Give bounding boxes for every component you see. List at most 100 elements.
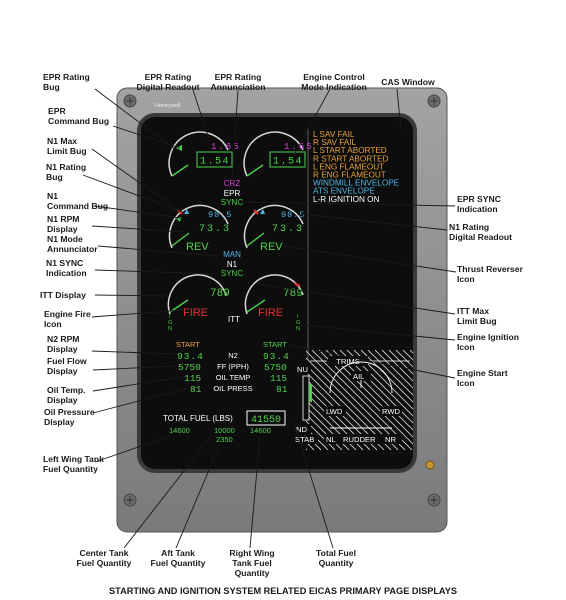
hatch-line [306, 399, 357, 450]
epr-rating-left: 1.65 [211, 142, 241, 152]
trims-nu: NU [297, 365, 308, 374]
callout-leaders [82, 88, 457, 549]
n1-value-left: 73.3 [199, 224, 231, 235]
hatch-line [306, 420, 336, 450]
trims-lwd: LWD [326, 407, 343, 416]
left-wing-tank-fuel: 14600 [169, 426, 190, 435]
epr-label: EPR [224, 189, 241, 198]
n1-label: N1 [227, 260, 238, 269]
epr-dial-right [243, 131, 304, 177]
epr-gauge-left: 1.65 1.54 [168, 131, 241, 177]
total-fuel-box [246, 410, 286, 426]
hatch-line [311, 350, 413, 450]
aft-tank-fuel: 2350 [216, 435, 233, 444]
aileron-trim-arc [329, 361, 393, 394]
display-screen [141, 117, 413, 469]
cas-message: R START ABORTED [313, 154, 388, 163]
display-unit: Honeywell [116, 87, 448, 533]
hatch-line [306, 406, 350, 450]
trims-nd: ND [296, 425, 307, 434]
screw-top-right [427, 94, 441, 108]
engine-fire-icon-left: FIRE [183, 307, 208, 319]
stab-trim-green-band [309, 384, 312, 402]
trims-nl: NL [326, 435, 336, 444]
n1-rating-left: 98.5 [208, 210, 232, 220]
cas-message: WINDMILL ENVELOPE [313, 179, 400, 188]
trims-stab-bg [293, 434, 318, 444]
epr-value-right: 1.54 [273, 157, 303, 168]
callout-itt-display: ITT Display [40, 290, 86, 300]
hatch-line [395, 350, 413, 368]
trims-title: TRIMS [336, 357, 360, 366]
ff-label: FF (PPH) [217, 362, 249, 371]
itt-value-left: 789 [210, 288, 230, 300]
hatch-line [353, 350, 413, 410]
engine-fire-icon-right: FIRE [258, 307, 283, 319]
hatch-line [367, 350, 413, 396]
oil-press-value-right: 81 [276, 384, 288, 395]
epr-readout-box-right [269, 151, 306, 168]
hatch-line [306, 427, 329, 450]
n1-rating-bug-left [184, 209, 189, 214]
total-fuel-quantity: 41550 [251, 415, 281, 426]
hatch-line [306, 392, 364, 450]
n2-value-left: 93.4 [177, 351, 204, 362]
oil-temp-value-left: 115 [184, 373, 201, 384]
hatch-line [306, 357, 399, 450]
itt-label: ITT [228, 315, 240, 324]
callout-cas-window: CAS Window [381, 77, 435, 87]
hatch-line [346, 350, 413, 417]
trims-ail-bg [351, 371, 371, 381]
brightness-knob [425, 460, 435, 470]
epr-sync-indication: SYNC [221, 198, 243, 207]
n2-label: N2 [228, 351, 238, 360]
trims-title-bg [328, 356, 368, 366]
trims-hatching [306, 350, 413, 450]
oil-press-value-left: 81 [190, 384, 202, 395]
n1-rating-bug-right [260, 209, 265, 214]
trims-nu-bg [295, 364, 311, 374]
n1-sync-indication: SYNC [221, 269, 243, 278]
trims-ail: AIL [353, 372, 364, 381]
thrust-reverser-icon-right: REV [260, 241, 283, 253]
hatch-line [306, 385, 371, 450]
epr-dial-left [168, 131, 229, 177]
trims-panel: TRIMS NU ND STAB AIL LWD RWD NL RUDDER N… [293, 350, 413, 450]
ff-value-right: 5750 [264, 362, 287, 373]
cas-message: ATS ENVELOPE [313, 187, 375, 196]
screw-top-left [123, 94, 137, 108]
screw-bottom-left [123, 493, 137, 507]
epr-value-left: 1.54 [200, 157, 230, 168]
epr-rating-right: 1.65 [284, 142, 314, 152]
n1-gauge-left: 98.5 73.3 REV [168, 204, 232, 253]
itt-max-limit-bug [293, 282, 301, 287]
trims-rwd: RWD [382, 407, 401, 416]
figure-caption: STARTING AND IGNITION SYSTEM RELATED EIC… [109, 586, 457, 596]
cas-message: L START ABORTED [313, 146, 387, 155]
hatch-line [306, 371, 385, 450]
itt-value-right: 789 [283, 288, 303, 300]
itt-dial-left [167, 274, 227, 315]
